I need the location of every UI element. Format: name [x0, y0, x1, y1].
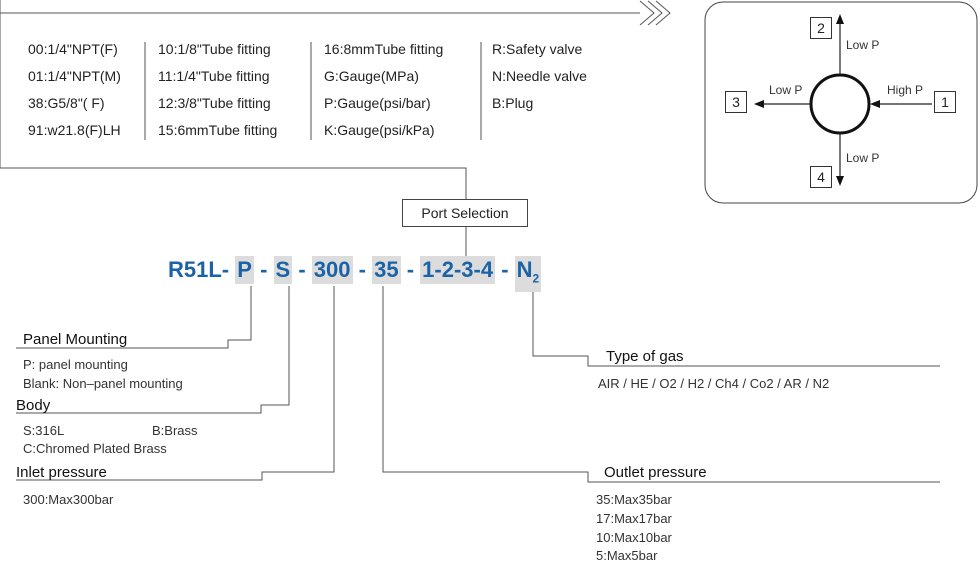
code-separator: -: [406, 257, 415, 282]
port-code: 00:1/4"NPT(F): [28, 41, 118, 57]
port-code: R:Safety valve: [492, 41, 583, 57]
body-option: B:Brass: [152, 423, 198, 438]
port-code: 01:1/4"NPT(M): [28, 68, 121, 84]
port-number-4: 4: [810, 166, 832, 188]
port-code: G:Gauge(MPa): [324, 68, 419, 84]
model-code: R51L- P - S - 300 - 35 - 1-2-3-4 - N2: [168, 256, 542, 293]
code-body: S: [273, 256, 293, 284]
port-code: 12:3/8"Tube fitting: [158, 95, 271, 111]
outlet-option: 35:Max35bar: [596, 492, 672, 507]
inlet-option: 300:Max300bar: [23, 492, 114, 507]
port-code: 15:6mmTube fitting: [158, 122, 278, 138]
high-pressure-label: High P: [887, 83, 924, 97]
code-panel: P: [235, 256, 254, 284]
code-prefix: R51L-: [168, 257, 230, 282]
port-code: 11:1/4"Tube fitting: [158, 68, 270, 84]
code-separator: -: [358, 257, 366, 282]
port-code: 38:G5/8"( F): [28, 95, 105, 111]
port-number-1: 1: [934, 91, 956, 113]
port-code: 16:8mmTube fitting: [324, 41, 444, 57]
port-code: 91:w21.8(F)LH: [28, 122, 121, 138]
port-code: K:Gauge(psi/kPa): [324, 122, 435, 138]
gas-type-title: Type of gas: [606, 348, 684, 365]
body-option: C:Chromed Plated Brass: [23, 441, 167, 456]
code-separator: -: [501, 257, 509, 282]
body-option: S:316L: [23, 423, 65, 438]
low-pressure-label: Low P: [846, 151, 880, 165]
port-code: P:Gauge(psi/bar): [324, 95, 431, 111]
outlet-pressure-title: Outlet pressure: [604, 464, 707, 481]
low-pressure-label: Low P: [846, 38, 880, 52]
gas-options: AIR / HE / O2 / H2 / Ch4 / Co2 / AR / N2: [598, 376, 830, 391]
panel-mounting-title: Panel Mounting: [23, 331, 128, 348]
inlet-pressure-title: Inlet pressure: [16, 464, 107, 481]
port-code: B:Plug: [492, 95, 534, 111]
port-number-2: 2: [810, 17, 832, 39]
code-gas-symbol: N: [516, 257, 533, 282]
code-separator: -: [260, 257, 268, 282]
code-outlet: 35: [372, 256, 401, 284]
low-pressure-label: Low P: [769, 83, 803, 97]
code-ports: 1-2-3-4: [420, 256, 496, 284]
port-number-3: 3: [725, 91, 747, 113]
panel-option: P: panel mounting: [23, 357, 128, 372]
code-gas-subscript: 2: [532, 271, 540, 286]
code-inlet: 300: [311, 256, 353, 284]
outlet-option: 17:Max17bar: [596, 511, 672, 526]
code-separator: -: [298, 257, 306, 282]
outlet-option: 10:Max10bar: [596, 530, 672, 545]
port-code: 10:1/8"Tube fitting: [158, 41, 271, 57]
outlet-option: 5:Max5bar: [596, 548, 658, 563]
port-code: N:Needle valve: [492, 68, 587, 84]
panel-option: Blank: Non–panel mounting: [23, 376, 183, 391]
port-selection-label: Port Selection: [402, 199, 528, 227]
code-gas: N2: [514, 256, 542, 293]
body-title: Body: [16, 397, 51, 414]
